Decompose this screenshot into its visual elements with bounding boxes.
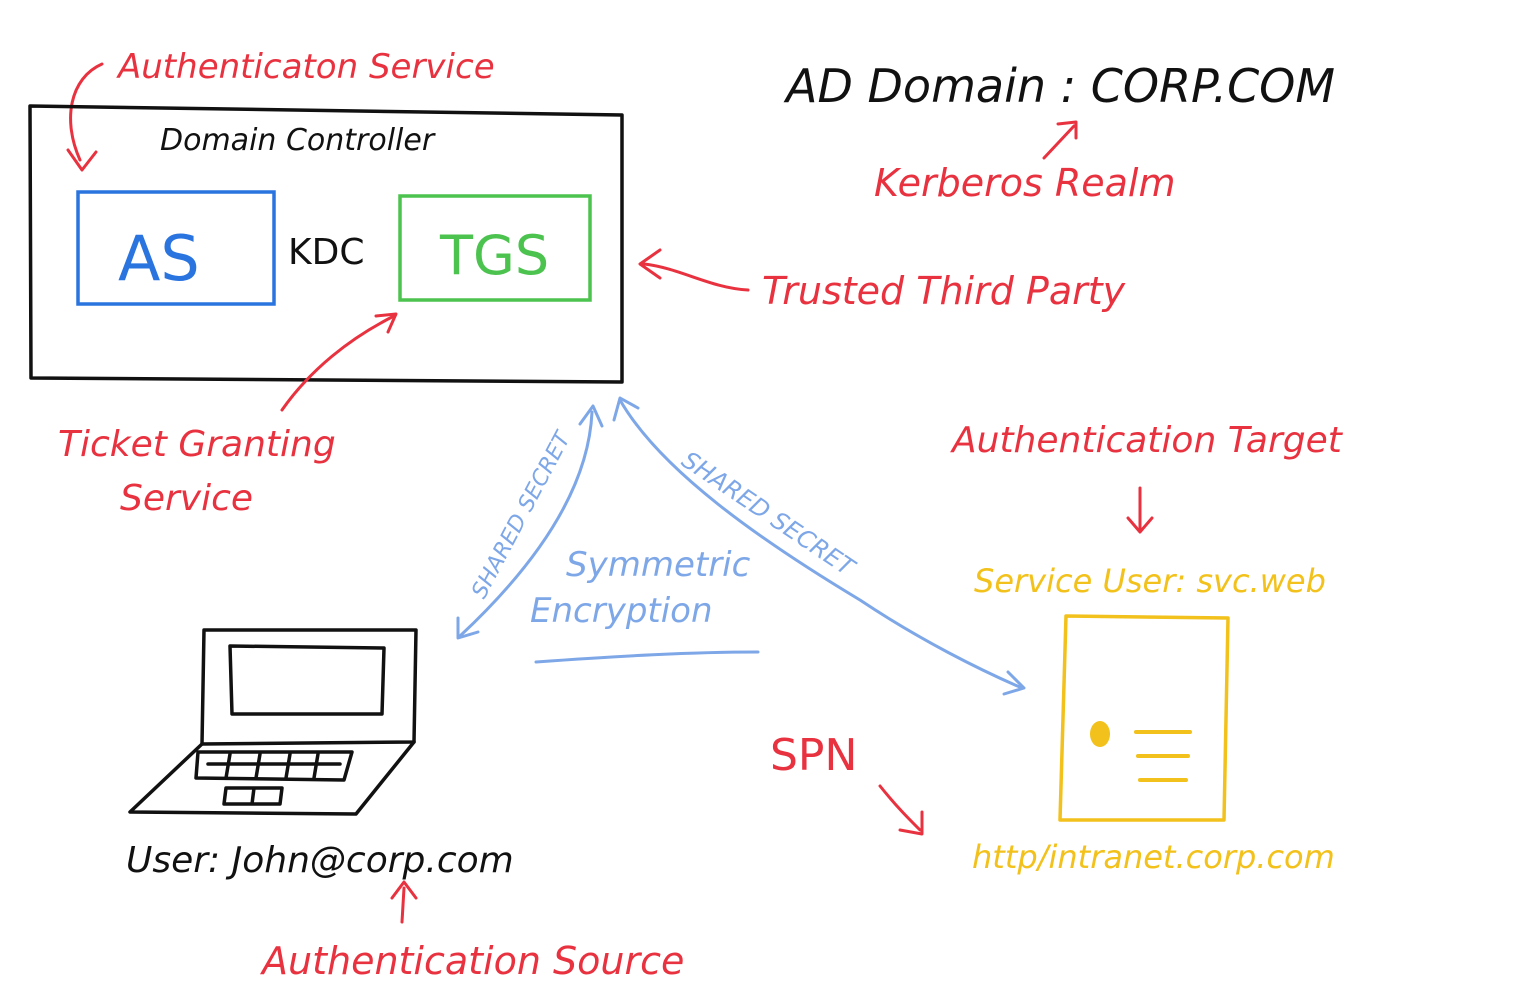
kdc-label: KDC: [288, 232, 364, 273]
symmetric-underline: [534, 650, 760, 664]
service-url-label: http/intranet.corp.com: [972, 838, 1335, 876]
domain-controller-box: [28, 104, 624, 384]
kerberos-realm-label: Kerberos Realm: [874, 161, 1175, 205]
shared-secret-left-arrowhead-bottom: [456, 616, 480, 640]
shared-secret-left-arrow: [458, 410, 594, 638]
auth-service-arrowhead: [66, 148, 98, 172]
as-box: [76, 190, 276, 306]
auth-service-arrow: [69, 62, 104, 162]
trusted-third-party-arrowhead: [638, 248, 662, 280]
as-label: AS: [118, 222, 200, 295]
laptop-icon: [128, 628, 418, 816]
spn-label: SPN: [770, 730, 857, 781]
service-user-label: Service User: svc.web: [974, 562, 1326, 600]
trusted-third-party-arrow: [642, 262, 750, 292]
shared-secret-left-arrowhead-top: [578, 404, 604, 428]
authentication-source-arrow: [400, 886, 406, 924]
tgs-box: [398, 194, 592, 302]
spn-arrowhead: [898, 810, 924, 836]
trusted-third-party-label: Trusted Third Party: [762, 269, 1126, 313]
kerberos-realm-arrow: [1042, 124, 1076, 160]
ticket-granting-label-line1: Ticket Granting: [58, 424, 336, 465]
shared-secret-right-arrowhead-top: [612, 396, 640, 422]
user-label: User: John@corp.com: [126, 840, 514, 881]
shared-secret-right-arrowhead-bottom: [1002, 670, 1026, 696]
authentication-service-label: Authenticaton Service: [116, 47, 495, 87]
shared-secret-right-arrow: [618, 398, 1024, 690]
web-page-icon: [1058, 614, 1230, 822]
symmetric-label-line1: Symmetric: [566, 545, 751, 585]
ticket-granting-label-line2: Service: [120, 478, 253, 519]
authentication-target-arrowhead: [1126, 516, 1154, 534]
kerberos-realm-arrowhead: [1056, 120, 1078, 140]
symmetric-label-line2: Encryption: [530, 591, 713, 631]
ad-domain-label: AD Domain : CORP.COM: [783, 59, 1335, 113]
authentication-source-label: Authentication Source: [259, 939, 684, 983]
spn-arrow: [878, 784, 922, 832]
ticket-granting-arrow: [280, 314, 396, 412]
ticket-granting-arrowhead: [374, 312, 398, 334]
domain-controller-label: Domain Controller: [160, 123, 436, 158]
tgs-label: TGS: [439, 224, 549, 287]
authentication-target-label: Authentication Target: [950, 420, 1344, 461]
authentication-source-arrowhead: [390, 880, 418, 900]
